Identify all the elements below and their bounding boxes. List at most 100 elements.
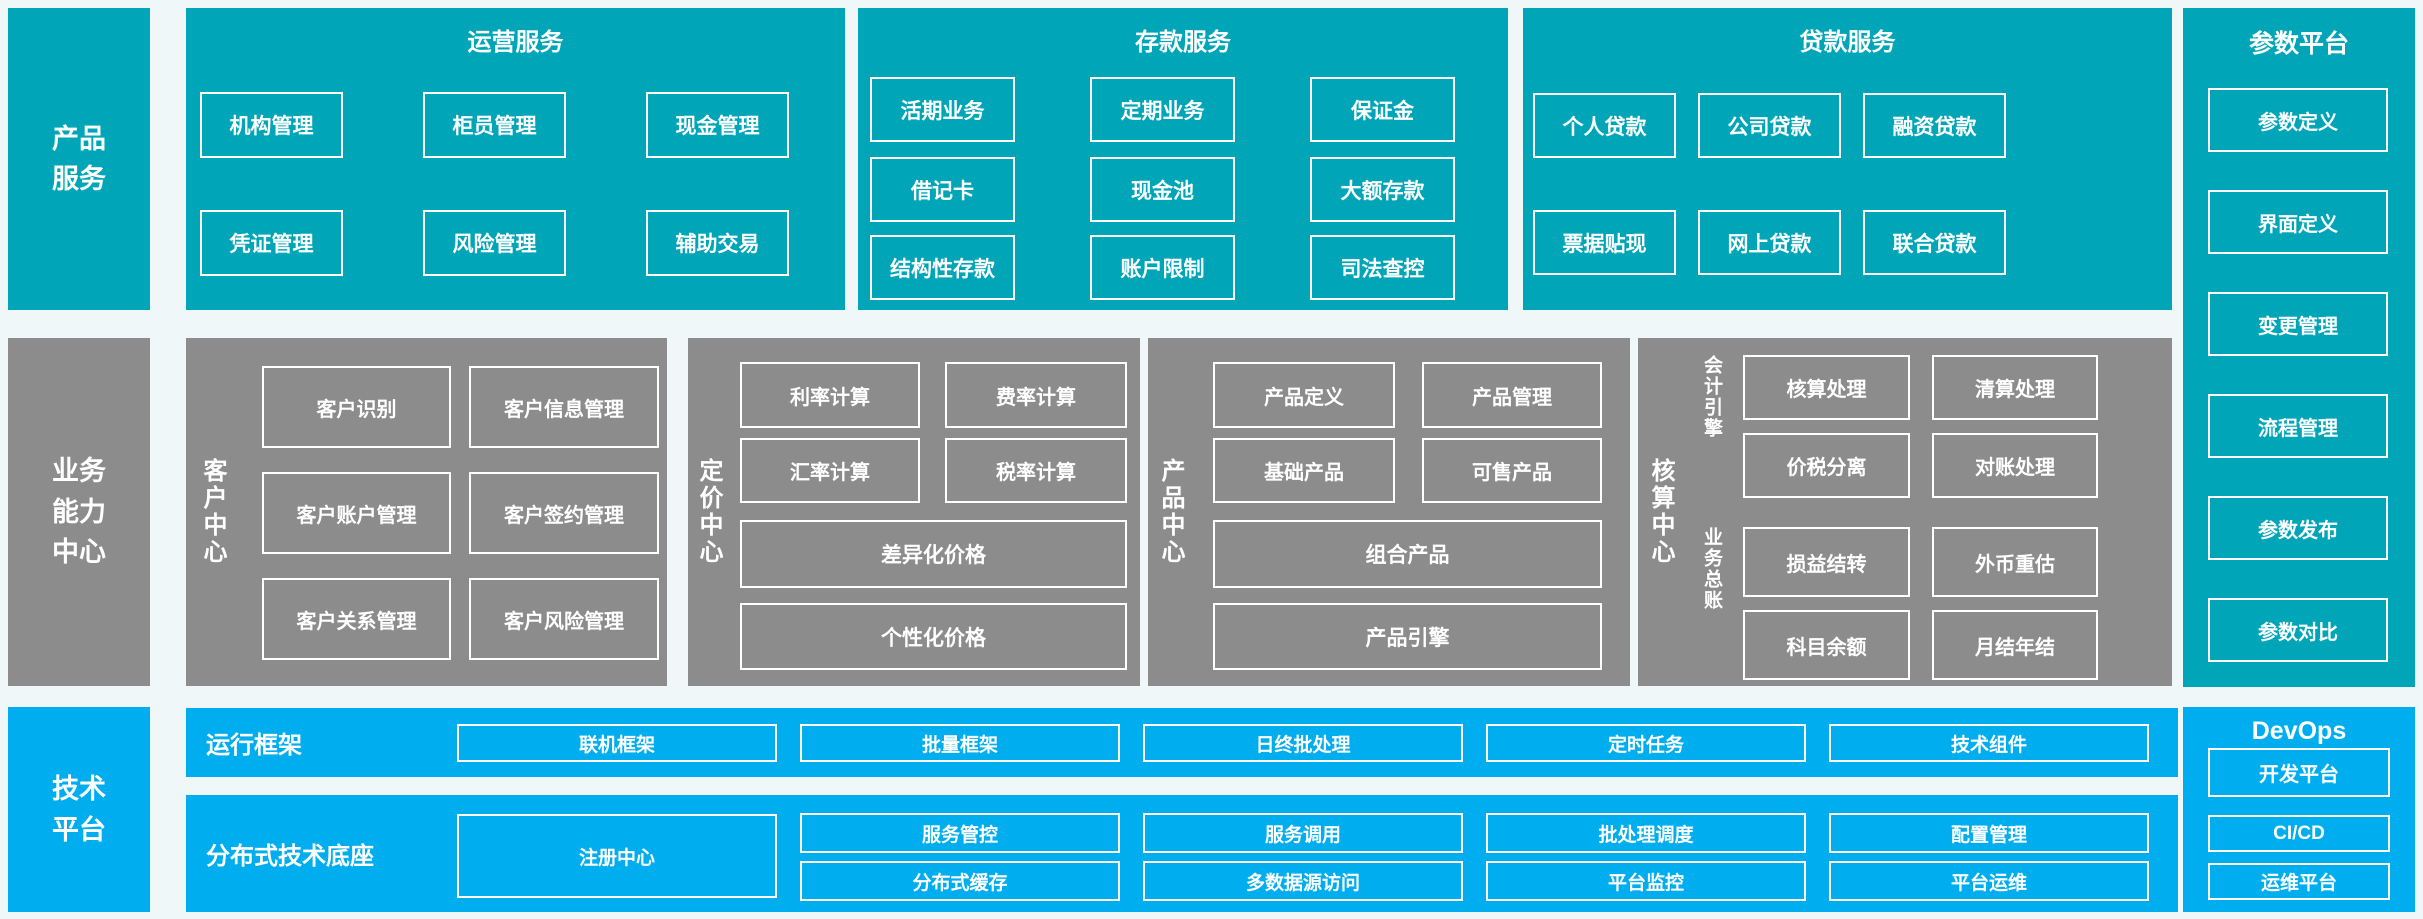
row-label-line: 中心 xyxy=(52,537,106,568)
box-cash-management: 现金管理 xyxy=(646,92,789,158)
box-service-invocation: 服务调用 xyxy=(1143,813,1463,853)
row-label-line: 平台 xyxy=(52,814,106,845)
column-devops: DevOps 开发平台 CI/CD 运维平台 xyxy=(2183,707,2415,912)
row-label-business-capability-center: 业务 能力 中心 xyxy=(8,338,150,686)
group-label-accounting-engine: 会计引擎 xyxy=(1701,355,1722,439)
box-param-compare: 参数对比 xyxy=(2208,598,2388,662)
box-online-framework: 联机框架 xyxy=(457,724,777,762)
box-clearing-processing: 清算处理 xyxy=(1932,355,2098,420)
box-param-definition: 参数定义 xyxy=(2208,88,2388,152)
box-multi-datasource-access: 多数据源访问 xyxy=(1143,861,1463,901)
box-voucher-management: 凭证管理 xyxy=(200,210,343,276)
box-customer-contract-management: 客户签约管理 xyxy=(469,472,659,554)
box-personalized-pricing: 个性化价格 xyxy=(740,603,1127,670)
box-service-governance: 服务管控 xyxy=(800,813,1120,853)
box-dev-platform: 开发平台 xyxy=(2208,748,2390,797)
box-product-engine: 产品引擎 xyxy=(1213,603,1602,670)
box-sellable-product: 可售产品 xyxy=(1422,438,1602,503)
box-corporate-loan: 公司贷款 xyxy=(1698,93,1841,158)
box-customer-info-management: 客户信息管理 xyxy=(469,366,659,448)
box-financing-loan: 融资贷款 xyxy=(1863,93,2006,158)
box-registry-center: 注册中心 xyxy=(457,814,777,898)
box-customer-risk-management: 客户风险管理 xyxy=(469,578,659,660)
section-title: 存款服务 xyxy=(1135,29,1231,56)
box-month-year-end: 月结年结 xyxy=(1932,610,2098,680)
box-accounting-processing: 核算处理 xyxy=(1743,355,1910,420)
box-distributed-cache: 分布式缓存 xyxy=(800,861,1120,901)
box-tech-component: 技术组件 xyxy=(1829,724,2149,762)
box-customer-identification: 客户识别 xyxy=(262,366,451,448)
box-risk-management: 风险管理 xyxy=(423,210,566,276)
box-reconciliation-processing: 对账处理 xyxy=(1932,433,2098,498)
bar-label: 运行框架 xyxy=(206,732,302,759)
box-exchange-rate-calc: 汇率计算 xyxy=(740,438,920,503)
box-interest-rate-calc: 利率计算 xyxy=(740,362,920,428)
box-syndicated-loan: 联合贷款 xyxy=(1863,210,2006,275)
box-change-management: 变更管理 xyxy=(2208,292,2388,356)
row-label-product-services: 产品 服务 xyxy=(8,8,150,310)
section-loan-services: 贷款服务 个人贷款 公司贷款 融资贷款 票据贴现 网上贷款 联合贷款 xyxy=(1523,8,2172,310)
box-eod-batch: 日终批处理 xyxy=(1143,724,1463,762)
box-current-deposit: 活期业务 xyxy=(870,77,1015,142)
box-composite-product: 组合产品 xyxy=(1213,520,1602,588)
section-pricing-center: 定价中心 利率计算 费率计算 汇率计算 税率计算 差异化价格 个性化价格 xyxy=(688,338,1140,686)
section-deposit-services: 存款服务 活期业务 定期业务 保证金 借记卡 现金池 大额存款 结构性存款 账户… xyxy=(858,8,1508,310)
box-fee-rate-calc: 费率计算 xyxy=(945,362,1127,428)
box-ops-platform: 运维平台 xyxy=(2208,863,2390,900)
row-label-line: 服务 xyxy=(52,164,106,194)
box-pnl-carryover: 损益结转 xyxy=(1743,527,1910,597)
row-label-line: 能力 xyxy=(52,496,106,527)
box-platform-operation: 平台运维 xyxy=(1829,861,2149,901)
box-debit-card: 借记卡 xyxy=(870,157,1015,222)
box-account-restriction: 账户限制 xyxy=(1090,235,1235,300)
column-parameter-platform: 参数平台 参数定义 界面定义 变更管理 流程管理 参数发布 参数对比 xyxy=(2183,8,2415,687)
box-fx-revaluation: 外币重估 xyxy=(1932,527,2098,597)
section-accounting-center: 核算中心 会计引擎 业务总账 核算处理 清算处理 价税分离 对账处理 损益结转 … xyxy=(1638,338,2172,686)
box-customer-account-management: 客户账户管理 xyxy=(262,472,451,554)
box-platform-monitoring: 平台监控 xyxy=(1486,861,1806,901)
box-cash-pool: 现金池 xyxy=(1090,157,1235,222)
group-label-business-ledger: 业务总账 xyxy=(1701,527,1722,611)
column-title: DevOps xyxy=(2251,717,2347,745)
box-differentiated-pricing: 差异化价格 xyxy=(740,520,1127,588)
bar-label: 分布式技术底座 xyxy=(206,843,374,870)
box-tax-rate-calc: 税率计算 xyxy=(945,438,1127,503)
row-label-line: 技术 xyxy=(52,774,106,804)
column-title: 参数平台 xyxy=(2248,30,2349,58)
box-tax-price-separation: 价税分离 xyxy=(1743,433,1910,498)
box-config-management: 配置管理 xyxy=(1829,813,2149,853)
section-vertical-title: 核算中心 xyxy=(1647,458,1674,566)
section-title: 运营服务 xyxy=(467,29,564,56)
box-personal-loan: 个人贷款 xyxy=(1533,93,1676,158)
box-bill-discount: 票据贴现 xyxy=(1533,210,1676,275)
row-label-line: 业务 xyxy=(52,456,106,487)
box-param-release: 参数发布 xyxy=(2208,496,2388,560)
box-product-management: 产品管理 xyxy=(1422,362,1602,428)
box-judicial-inquiry: 司法查控 xyxy=(1310,235,1455,300)
section-title: 贷款服务 xyxy=(1799,29,1896,56)
section-vertical-title: 客户中心 xyxy=(199,458,226,566)
section-customer-center: 客户中心 客户识别 客户信息管理 客户账户管理 客户签约管理 客户关系管理 客户… xyxy=(186,338,667,686)
box-scheduled-task: 定时任务 xyxy=(1486,724,1806,762)
box-ci-cd: CI/CD xyxy=(2208,815,2390,852)
row-label-tech-platform: 技术 平台 xyxy=(8,707,150,912)
box-product-definition: 产品定义 xyxy=(1213,362,1395,428)
box-large-deposit: 大额存款 xyxy=(1310,157,1455,222)
section-vertical-title: 定价中心 xyxy=(695,458,722,566)
bar-runtime-framework: 运行框架 联机框架 批量框架 日终批处理 定时任务 技术组件 xyxy=(186,708,2178,777)
box-auxiliary-transaction: 辅助交易 xyxy=(646,210,789,276)
box-batch-scheduling: 批处理调度 xyxy=(1486,813,1806,853)
box-structured-deposit: 结构性存款 xyxy=(870,235,1015,300)
box-account-balance: 科目余额 xyxy=(1743,610,1910,680)
box-ui-definition: 界面定义 xyxy=(2208,190,2388,254)
section-product-center: 产品中心 产品定义 产品管理 基础产品 可售产品 组合产品 产品引擎 xyxy=(1148,338,1630,686)
box-org-management: 机构管理 xyxy=(200,92,343,158)
section-vertical-title: 产品中心 xyxy=(1157,458,1184,566)
box-teller-management: 柜员管理 xyxy=(423,92,566,158)
box-margin-deposit: 保证金 xyxy=(1310,77,1455,142)
box-process-management: 流程管理 xyxy=(2208,394,2388,458)
bar-distributed-tech-base: 分布式技术底座 注册中心 服务管控 服务调用 批处理调度 配置管理 分布式缓存 … xyxy=(186,795,2178,912)
box-batch-framework: 批量框架 xyxy=(800,724,1120,762)
box-online-loan: 网上贷款 xyxy=(1698,210,1841,275)
